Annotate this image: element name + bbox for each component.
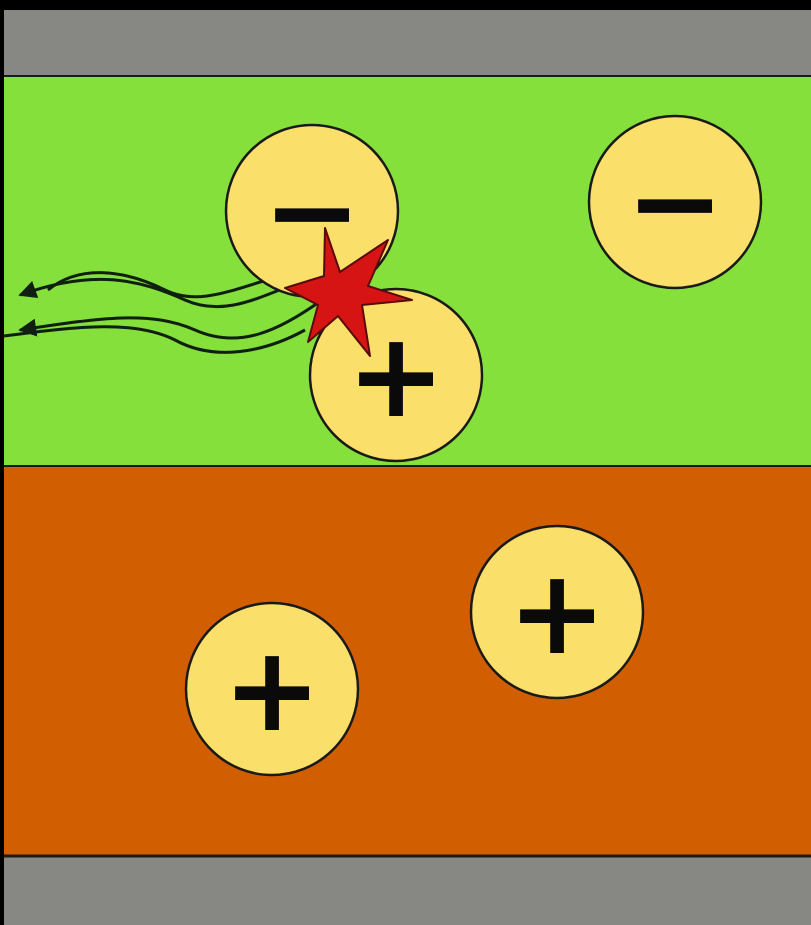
hole-sign: + bbox=[508, 543, 607, 681]
top-electrode bbox=[4, 10, 811, 76]
electron-recombining: − bbox=[224, 123, 400, 299]
carrier-circle bbox=[184, 601, 360, 777]
electron-free: − bbox=[587, 114, 763, 290]
p-type-region bbox=[4, 466, 811, 856]
hole-free-right: + bbox=[469, 524, 645, 700]
photon-wave-upper-offset bbox=[47, 270, 301, 299]
electron-sign: − bbox=[626, 133, 725, 271]
carrier-circle bbox=[469, 524, 645, 700]
bottom-electrode bbox=[4, 856, 811, 925]
hole-free-left: + bbox=[184, 601, 360, 777]
carrier-circle bbox=[587, 114, 763, 290]
photon-wave-icon bbox=[3, 270, 323, 354]
burst-star-icon bbox=[284, 227, 413, 357]
photon-wave-lower bbox=[18, 298, 323, 340]
hole-sign: + bbox=[223, 620, 322, 758]
photon-wave-upper bbox=[18, 274, 319, 309]
electron-sign: − bbox=[263, 142, 362, 280]
photon-wave-lower-offset bbox=[3, 325, 306, 354]
